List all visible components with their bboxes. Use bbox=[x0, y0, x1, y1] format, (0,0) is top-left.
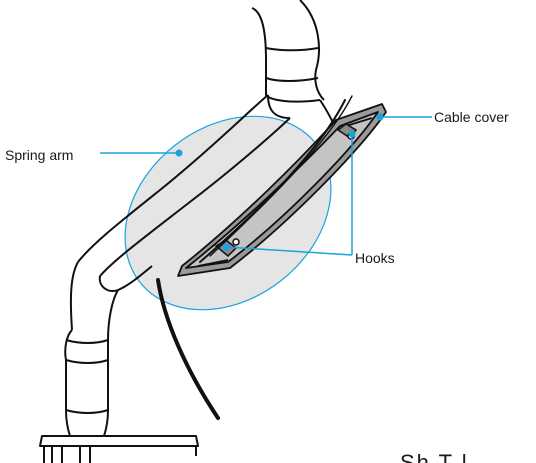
brand-text-fragment: Sh T l bbox=[400, 450, 469, 463]
spring-arm-label: Spring arm bbox=[5, 147, 73, 163]
cable-cover-label: Cable cover bbox=[434, 109, 509, 125]
spring-arm-anchor bbox=[175, 149, 183, 157]
hooks-anchor-upper bbox=[348, 130, 356, 138]
desk-clamp-base bbox=[39, 435, 199, 463]
cables bbox=[156, 95, 353, 420]
hooks-anchor-lower bbox=[222, 243, 230, 251]
cable-cover-anchor bbox=[376, 113, 384, 121]
hooks-leader bbox=[225, 134, 353, 256]
upper-mount-column bbox=[251, 0, 325, 119]
highlight-zone bbox=[124, 115, 332, 311]
spring-arm bbox=[69, 94, 341, 331]
hooks-label: Hooks bbox=[355, 250, 395, 266]
lower-column bbox=[64, 289, 119, 437]
